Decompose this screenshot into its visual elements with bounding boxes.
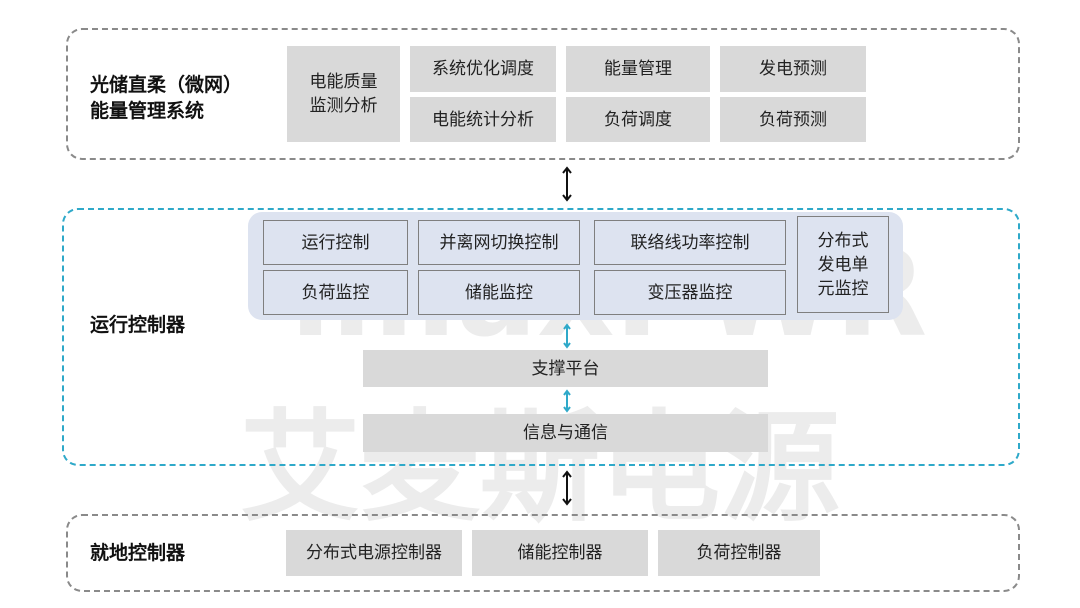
ems-module: 电能统计分析 <box>410 97 556 142</box>
ems-module: 能量管理 <box>566 46 710 92</box>
ems-module: 负荷调度 <box>566 97 710 142</box>
controller-title: 运行控制器 <box>90 314 186 336</box>
local-group <box>66 514 1020 592</box>
controller-function: 变压器监控 <box>594 270 786 315</box>
ems-module: 电能质量监测分析 <box>287 46 400 142</box>
ems-module: 负荷预测 <box>720 97 866 142</box>
controller-function: 负荷监控 <box>263 270 408 315</box>
local-controller: 分布式电源控制器 <box>286 530 462 576</box>
support-platform: 支撑平台 <box>363 350 768 387</box>
controller-function: 联络线功率控制 <box>594 220 786 265</box>
controller-function: 运行控制 <box>263 220 408 265</box>
ems-module: 发电预测 <box>720 46 866 92</box>
controller-function: 储能监控 <box>418 270 580 315</box>
ems-module: 系统优化调度 <box>410 46 556 92</box>
controller-group <box>62 208 1020 466</box>
double-arrow-icon <box>562 470 572 506</box>
ems-title-line2: 能量管理系统 <box>90 100 205 122</box>
controller-function: 并离网切换控制 <box>418 220 580 265</box>
double-arrow-icon <box>563 389 571 413</box>
local-title: 就地控制器 <box>90 542 186 564</box>
local-controller: 负荷控制器 <box>658 530 820 576</box>
ems-title-line1: 光储直柔（微网） <box>90 74 243 96</box>
communication-layer: 信息与通信 <box>363 414 768 452</box>
controller-function: 分布式发电单元监控 <box>797 216 889 313</box>
local-controller: 储能控制器 <box>472 530 648 576</box>
ems-title: 光储直柔（微网） 能量管理系统 <box>90 72 242 124</box>
double-arrow-icon <box>563 323 571 349</box>
ems-group <box>66 28 1020 160</box>
double-arrow-icon <box>562 166 572 202</box>
